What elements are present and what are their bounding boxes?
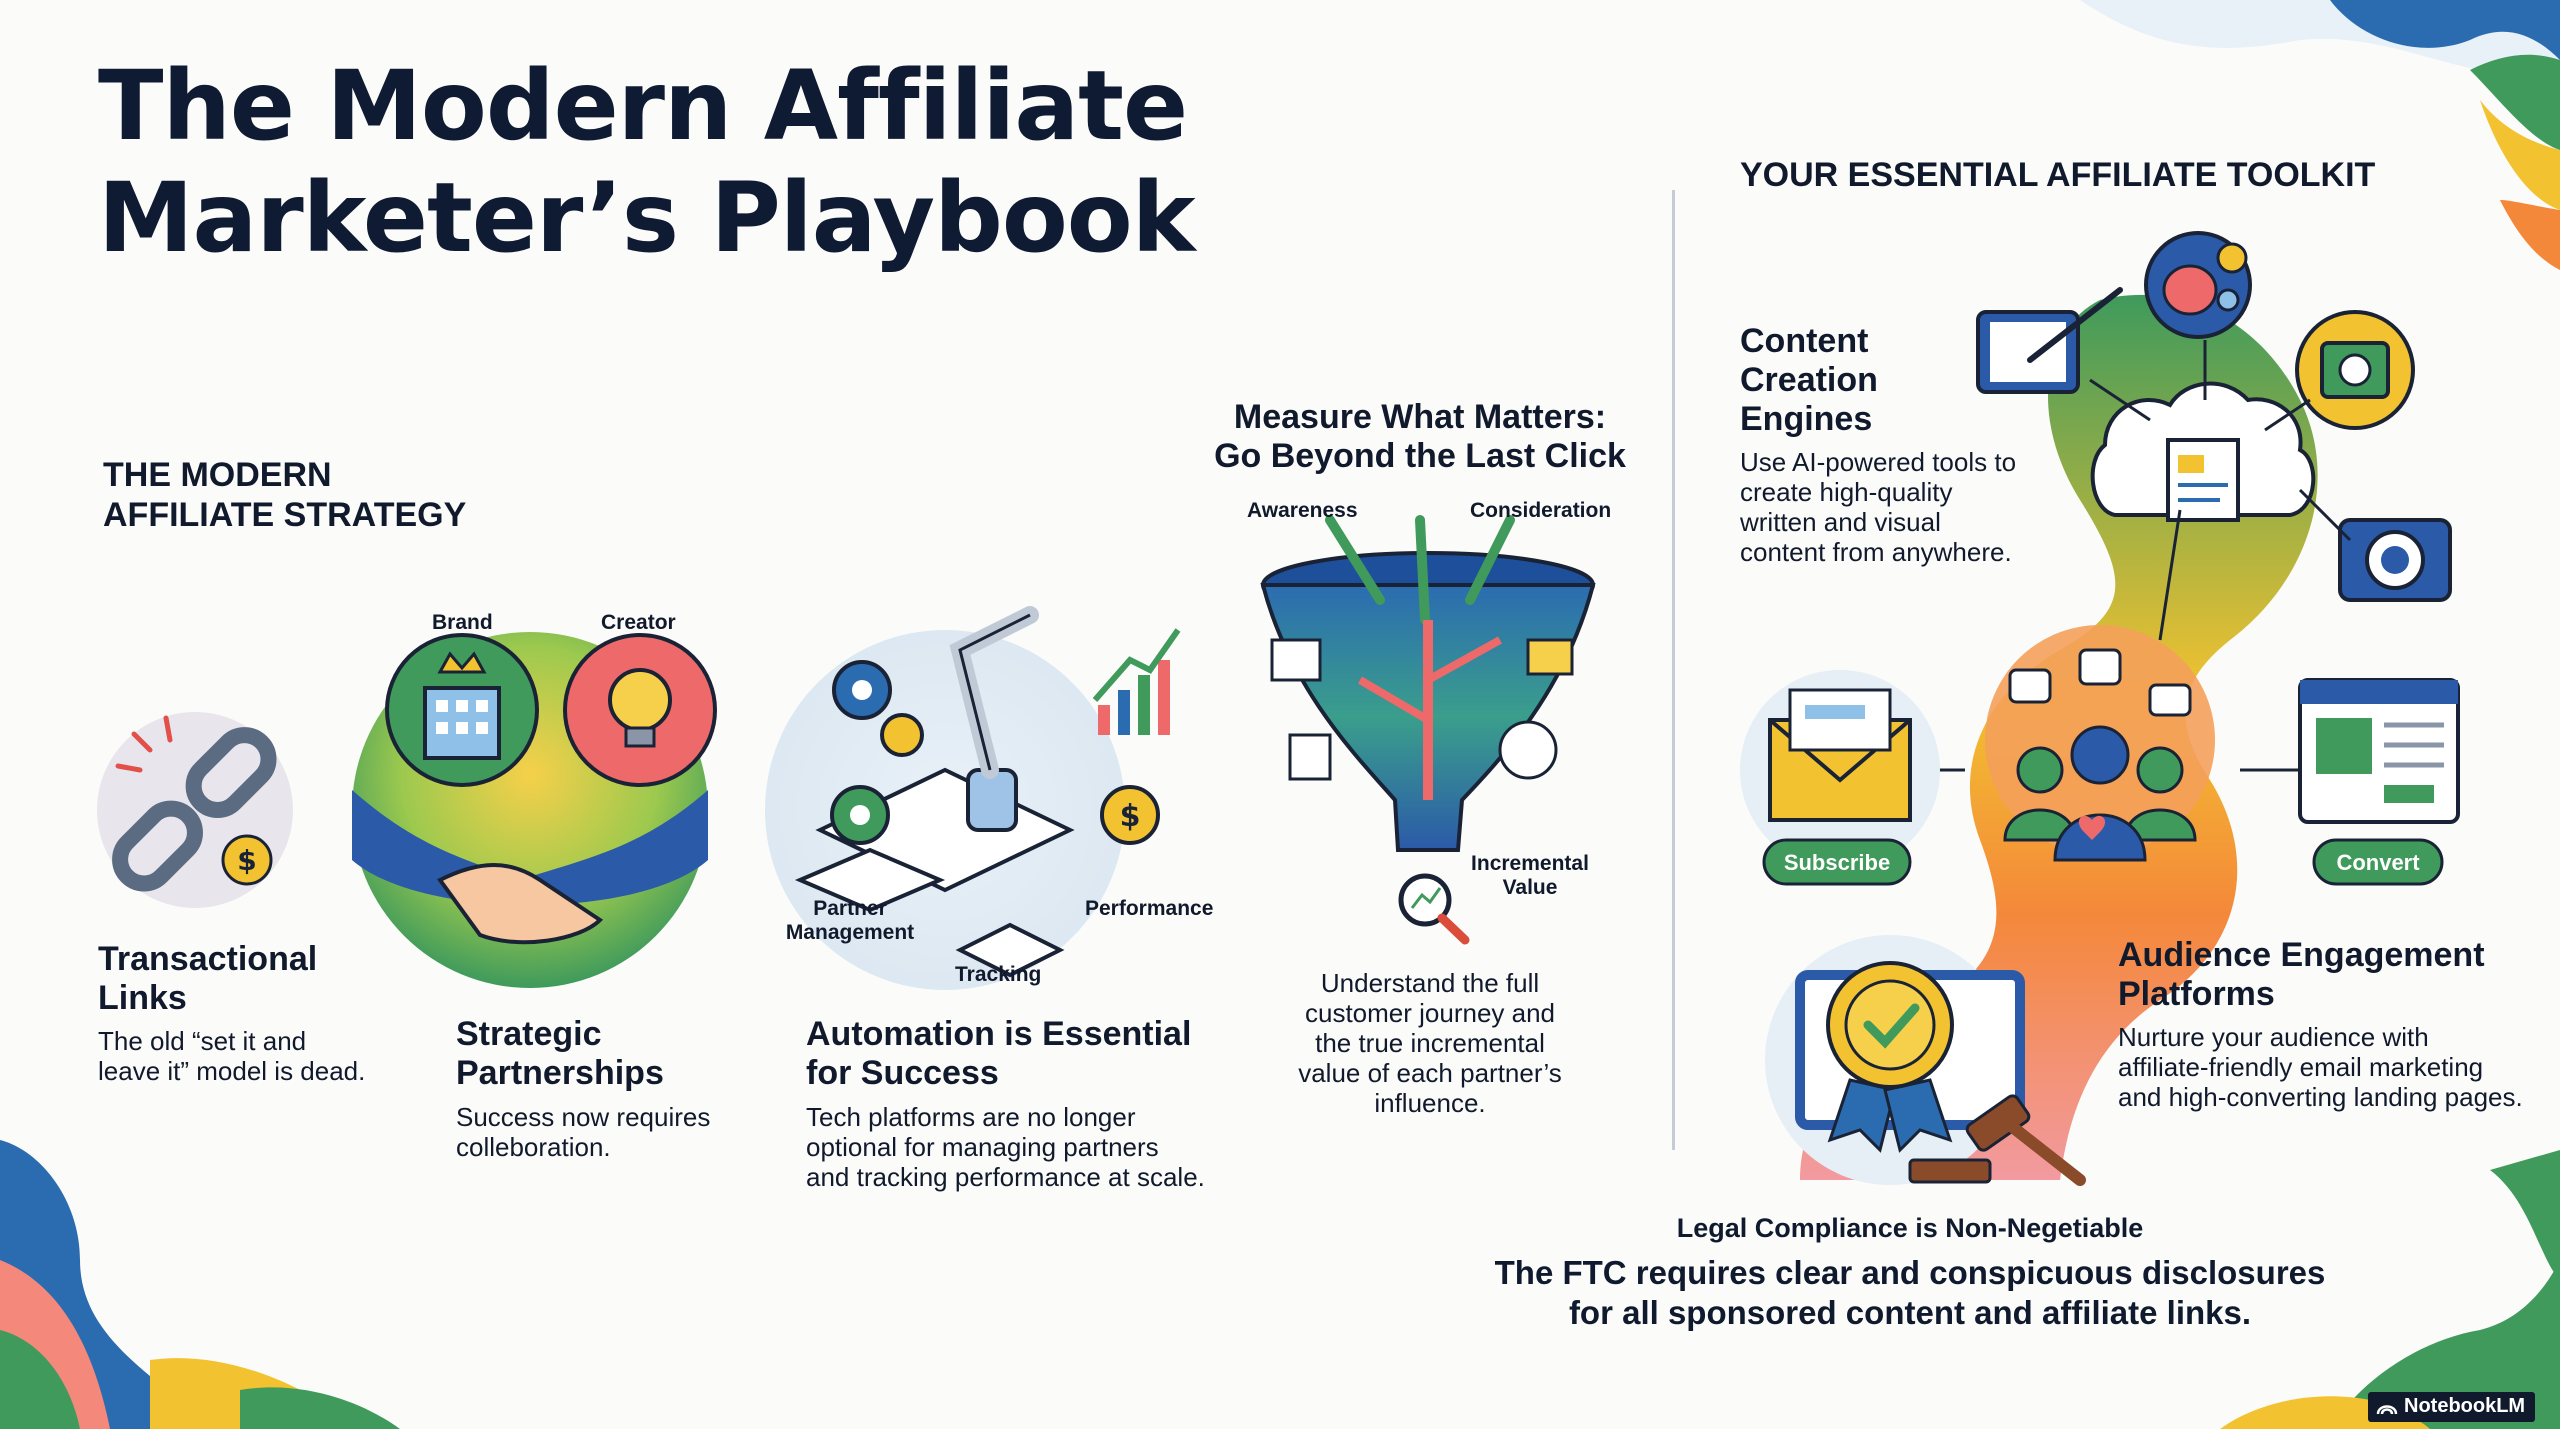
audience-title: Audience Engagement Platforms <box>2118 936 2485 1014</box>
label-consideration: Consideration <box>1470 499 1612 522</box>
partnerships-title-line2: Partnerships <box>456 1054 664 1092</box>
label-partner-management: Partner Management <box>780 897 920 945</box>
gear-icon <box>830 660 924 845</box>
automation-title: Automation is Essential for Success <box>806 1015 1191 1093</box>
content-title-line1: Content <box>1740 322 1869 360</box>
notebooklm-badge: NotebookLM <box>2368 1392 2536 1422</box>
label-brand: Brand <box>432 611 493 634</box>
legal-heading: Legal Compliance is Non-Negetiable <box>1676 1213 2144 1243</box>
automation-desc-line1: Tech platforms are no longer <box>806 1102 1136 1132</box>
cloud-icon <box>2090 381 2316 522</box>
page-title-line2: Marketer’s Playbook <box>98 162 1196 274</box>
automation-title-line1: Automation is Essential <box>806 1015 1192 1053</box>
label-awareness: Awareness <box>1247 499 1358 522</box>
legal-desc-line2: for all sponsored content and affiliate … <box>1568 1294 2252 1331</box>
corner-decoration-top-right <box>2080 0 2560 270</box>
transactional-title-line2: Links <box>98 979 187 1017</box>
section-divider <box>1672 190 1675 1150</box>
content-desc-line3: written and visual <box>1740 507 1941 537</box>
connector-lines <box>1910 340 2352 772</box>
automation-title-line2: for Success <box>806 1054 999 1092</box>
building-icon <box>385 633 539 787</box>
svg-text:$: $ <box>237 844 256 877</box>
broken-chain-icon: $ <box>97 712 293 908</box>
partnerships-title: Strategic Partnerships <box>456 1015 664 1093</box>
label-tracking: Tracking <box>955 963 1042 986</box>
envelope-icon <box>1740 670 1940 870</box>
measure-desc-line3: the true incremental <box>1315 1028 1545 1058</box>
label-partner-line1: Partner <box>813 897 887 920</box>
measure-title-line2: Go Beyond the Last Click <box>1214 437 1626 475</box>
measure-desc: Understand the full customer journey and… <box>1230 968 1630 1118</box>
transactional-title: Transactional Links <box>98 940 317 1018</box>
coin-icon: $ <box>1100 785 1160 845</box>
audience-desc-line2: affiliate-friendly email marketing <box>2118 1052 2484 1082</box>
tablet-pen-icon <box>1976 287 2123 394</box>
legal-desc-line1: The FTC requires clear and conspicuous d… <box>1494 1254 2326 1291</box>
convert-label: Convert <box>2336 850 2420 875</box>
content-title-line2: Creation <box>1740 361 1878 399</box>
gavel-icon <box>1908 1094 2086 1186</box>
notebooklm-brand-text: NotebookLM <box>2404 1395 2526 1417</box>
measure-desc-line4: value of each partner’s <box>1298 1058 1562 1088</box>
transactional-desc-line1: The old “set it and <box>98 1026 307 1056</box>
convert-pill <box>2312 838 2444 886</box>
partnerships-title-line1: Strategic <box>456 1015 602 1053</box>
strategy-heading-line1: THE MODERN <box>103 456 332 494</box>
corner-decoration-bottom-left <box>0 1140 400 1429</box>
brain-gear-icon <box>2144 231 2252 339</box>
content-title-line3: Engines <box>1740 400 1873 438</box>
transactional-title-line1: Transactional <box>98 940 318 978</box>
label-partner-line2: Management <box>785 921 915 944</box>
audience-title-line1: Audience Engagement <box>2118 936 2485 974</box>
strategy-heading: THE MODERN AFFILIATE STRATEGY <box>103 455 466 535</box>
browser-window-icon <box>2298 678 2460 824</box>
label-performance: Performance <box>1085 897 1214 920</box>
content-desc-line4: content from anywhere. <box>1740 537 2012 567</box>
label-creator: Creator <box>601 611 676 634</box>
strategy-heading-line2: AFFILIATE STRATEGY <box>103 496 467 534</box>
community-icon <box>1985 625 2215 862</box>
measure-desc-line2: customer journey and <box>1304 998 1556 1028</box>
automation-desc-line3: and tracking performance at scale. <box>806 1162 1205 1192</box>
content-desc-line1: Use AI-powered tools to <box>1740 447 2017 477</box>
measure-title: Measure What Matters: Go Beyond the Last… <box>1210 398 1630 476</box>
audience-desc-line3: and high-converting landing pages. <box>2118 1082 2523 1112</box>
partnerships-desc: Success now requires colleboration. <box>456 1102 710 1162</box>
measure-desc-line5: influence. <box>1374 1088 1486 1118</box>
transactional-desc-line2: leave it” model is dead. <box>98 1056 366 1086</box>
measure-title-line1: Measure What Matters: <box>1233 398 1607 436</box>
content-title: Content Creation Engines <box>1740 322 1878 439</box>
audience-title-line2: Platforms <box>2118 975 2275 1013</box>
label-incremental-line1: Incremental <box>1471 852 1589 875</box>
magnifier-icon <box>1398 873 1470 945</box>
subscribe-label: Subscribe <box>1783 850 1891 875</box>
camera-icon <box>2295 310 2452 602</box>
partnerships-desc-line1: Success now requires <box>456 1102 711 1132</box>
label-incremental-line2: Value <box>1502 876 1558 899</box>
lightbulb-icon <box>563 633 717 787</box>
legal-desc: The FTC requires clear and conspicuous d… <box>1450 1253 2370 1333</box>
transactional-desc: The old “set it and leave it” model is d… <box>98 1026 365 1086</box>
page-title-line1: The Modern Affiliate <box>98 50 1188 162</box>
measure-desc-line1: Understand the full <box>1320 968 1540 998</box>
audience-desc-line1: Nurture your audience with <box>2118 1022 2429 1052</box>
audience-desc: Nurture your audience with affiliate-fri… <box>2118 1022 2523 1112</box>
automation-desc: Tech platforms are no longer optional fo… <box>806 1102 1205 1192</box>
content-desc-line2: create high-quality <box>1740 477 1953 507</box>
svg-text:$: $ <box>1120 799 1141 834</box>
label-incremental-value: Incremental Value <box>1450 852 1610 900</box>
award-ribbon-icon <box>1765 935 2025 1185</box>
automation-desc-line2: optional for managing partners <box>806 1132 1159 1162</box>
subscribe-pill <box>1762 838 1912 886</box>
notebooklm-logo-icon <box>2376 1404 2398 1414</box>
bar-chart-icon <box>1092 628 1181 735</box>
page-title: The Modern Affiliate Marketer’s Playbook <box>98 50 1196 274</box>
content-desc: Use AI-powered tools to create high-qual… <box>1740 447 2016 567</box>
partnerships-desc-line2: colleboration. <box>456 1132 611 1162</box>
toolkit-heading: YOUR ESSENTIAL AFFILIATE TOOLKIT <box>1740 156 2376 194</box>
funnel-icon <box>1260 515 1596 852</box>
